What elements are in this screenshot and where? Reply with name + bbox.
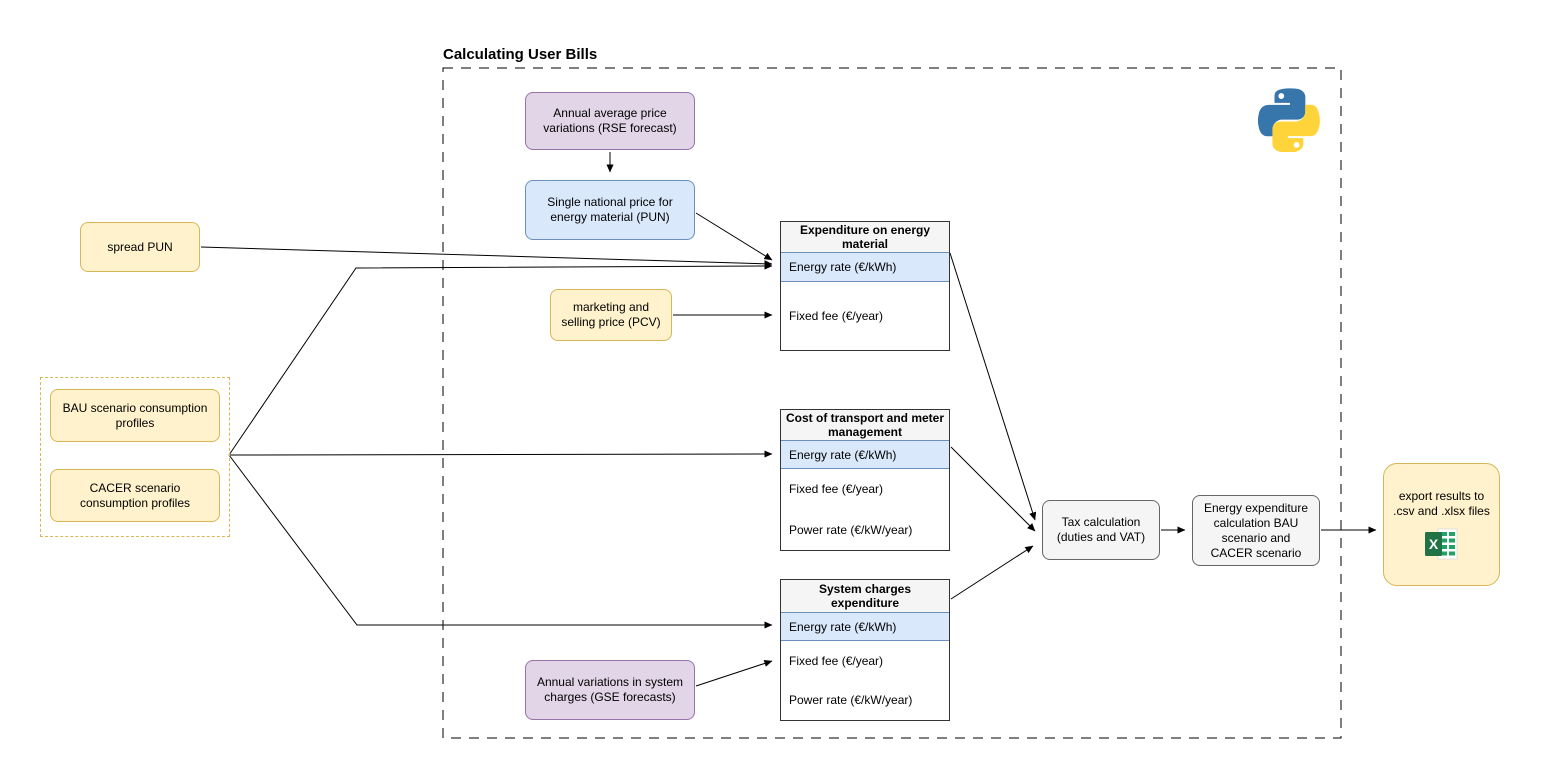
table-cost-transport-meter: Cost of transport and meter management E… bbox=[780, 409, 950, 551]
row-label: Fixed fee (€/year) bbox=[789, 653, 884, 668]
node-gse-forecasts-label: Annual variations in system charges (GSE… bbox=[536, 675, 684, 704]
table-row-fixed-fee: Fixed fee (€/year) bbox=[781, 641, 949, 680]
table-expenditure-energy-material: Expenditure on energy material Energy ra… bbox=[780, 221, 950, 351]
edge-pun-to-energy-rate-1 bbox=[695, 212, 773, 261]
table-header: Cost of transport and meter management bbox=[781, 410, 949, 440]
svg-text:X: X bbox=[1429, 536, 1439, 552]
row-label: Power rate (€/kW/year) bbox=[789, 522, 913, 537]
node-spread-pun: spread PUN bbox=[80, 222, 200, 272]
page-title: Calculating User Bills bbox=[443, 46, 598, 63]
table-header: System charges expenditure bbox=[781, 580, 949, 612]
row-label: Fixed fee (€/year) bbox=[789, 482, 884, 496]
row-label: Power rate (€/kW/year) bbox=[789, 693, 913, 707]
node-pcv-label: marketing and selling price (PCV) bbox=[561, 300, 661, 329]
node-pun-label: Single national price for energy materia… bbox=[547, 195, 673, 224]
node-pcv: marketing and selling price (PCV) bbox=[550, 289, 672, 341]
table-row-fixed-fee: Fixed fee (€/year) bbox=[781, 282, 949, 350]
row-label: Energy rate (€/kWh) bbox=[789, 619, 897, 634]
table-row-fixed-fee: Fixed fee (€/year) bbox=[781, 469, 949, 509]
table-system-charges: System charges expenditure Energy rate (… bbox=[780, 579, 950, 721]
node-bau-profiles: BAU scenario consumption profiles bbox=[50, 389, 220, 442]
row-label: Fixed fee (€/year) bbox=[789, 309, 884, 323]
node-rse-forecast-label: Annual average price variations (RSE for… bbox=[543, 106, 677, 135]
node-gse-forecasts: Annual variations in system charges (GSE… bbox=[525, 660, 695, 720]
node-tax-calculation-label: Tax calculation (duties and VAT) bbox=[1056, 515, 1146, 544]
edge-profiles-to-energy-rate-2 bbox=[228, 450, 773, 458]
node-spread-pun-label: spread PUN bbox=[107, 239, 173, 254]
consumption-profiles-group bbox=[40, 377, 230, 537]
edge-spread-pun-to-energy-rate-1 bbox=[200, 246, 773, 268]
edge-table2-to-tax bbox=[950, 446, 1036, 532]
node-pun: Single national price for energy materia… bbox=[525, 180, 695, 240]
edge-gse-to-fixed-fee-3 bbox=[695, 659, 773, 687]
python-script-boundary bbox=[442, 67, 1342, 739]
edge-profiles-to-energy-rate-1 bbox=[228, 262, 773, 456]
table-row-power-rate: Power rate (€/kW/year) bbox=[781, 680, 949, 720]
table-row-energy-rate: Energy rate (€/kWh) bbox=[781, 440, 949, 469]
row-label: Energy rate (€/kWh) bbox=[789, 260, 897, 274]
node-bau-profiles-label: BAU scenario consumption profiles bbox=[62, 400, 208, 430]
node-tax-calculation: Tax calculation (duties and VAT) bbox=[1042, 500, 1160, 560]
python-logo-icon bbox=[1257, 88, 1323, 153]
edge-table3-to-tax bbox=[950, 545, 1034, 600]
edge-table1-to-tax bbox=[949, 252, 1037, 521]
row-label: Energy rate (€/kWh) bbox=[789, 447, 897, 462]
table-row-power-rate: Power rate (€/kW/year) bbox=[781, 509, 949, 550]
node-export-results-label: export results to .csv and .xlsx files bbox=[1393, 488, 1490, 518]
node-cacer-profiles: CACER scenario consumption profiles bbox=[50, 469, 220, 522]
node-energy-expenditure-calc: Energy expenditure calculation BAU scena… bbox=[1192, 495, 1320, 566]
excel-icon: X bbox=[1423, 527, 1460, 561]
table-header: Expenditure on energy material bbox=[781, 222, 949, 252]
table-row-energy-rate: Energy rate (€/kWh) bbox=[781, 252, 949, 282]
node-cacer-profiles-label: CACER scenario consumption profiles bbox=[79, 480, 191, 510]
node-rse-forecast: Annual average price variations (RSE for… bbox=[525, 92, 695, 150]
node-export-results: export results to .csv and .xlsx files X bbox=[1383, 463, 1500, 586]
table-row-energy-rate: Energy rate (€/kWh) bbox=[781, 612, 949, 641]
node-energy-expenditure-calc-label: Energy expenditure calculation BAU scena… bbox=[1203, 500, 1309, 560]
edge-profiles-to-energy-rate-3 bbox=[228, 454, 773, 629]
